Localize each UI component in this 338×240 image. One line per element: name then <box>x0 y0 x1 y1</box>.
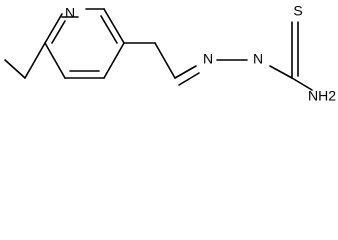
sulfur-label: S <box>293 3 302 19</box>
ring-bond-c6-c1 <box>44 42 66 79</box>
c-nh2-bond <box>291 77 313 91</box>
amine-label: NH2 <box>308 88 336 104</box>
ring-bond-c4-c5 <box>103 42 125 79</box>
ring-bond-c1-n <box>44 13 63 44</box>
ch-to-ch2-bond <box>154 42 176 79</box>
ring-bond-c3-c4 <box>103 8 125 44</box>
chemical-structure: N N N S NH2 <box>4 3 336 104</box>
ring-bond-c3-c4-inner <box>100 15 118 44</box>
ring-nitrogen-label: N <box>65 5 75 21</box>
ch-n-double-bond-1 <box>174 65 197 79</box>
ethyl-bond-1 <box>24 42 46 79</box>
ethyl-bond-2 <box>4 59 26 79</box>
ring-bond-c1-n-inner <box>51 20 66 44</box>
molecule-canvas: N N N S NH2 <box>0 0 338 104</box>
imine-linker <box>123 42 248 86</box>
hydrazone-nitrogen-1-label: N <box>203 51 213 67</box>
nh-c-bond <box>269 65 293 79</box>
ch-n-double-bond-2 <box>178 72 200 86</box>
thiourea-group <box>269 21 313 91</box>
ethyl-group <box>4 42 46 79</box>
hydrazone-nitrogen-2-label: N <box>253 51 263 67</box>
pyridine-ring <box>44 8 125 79</box>
